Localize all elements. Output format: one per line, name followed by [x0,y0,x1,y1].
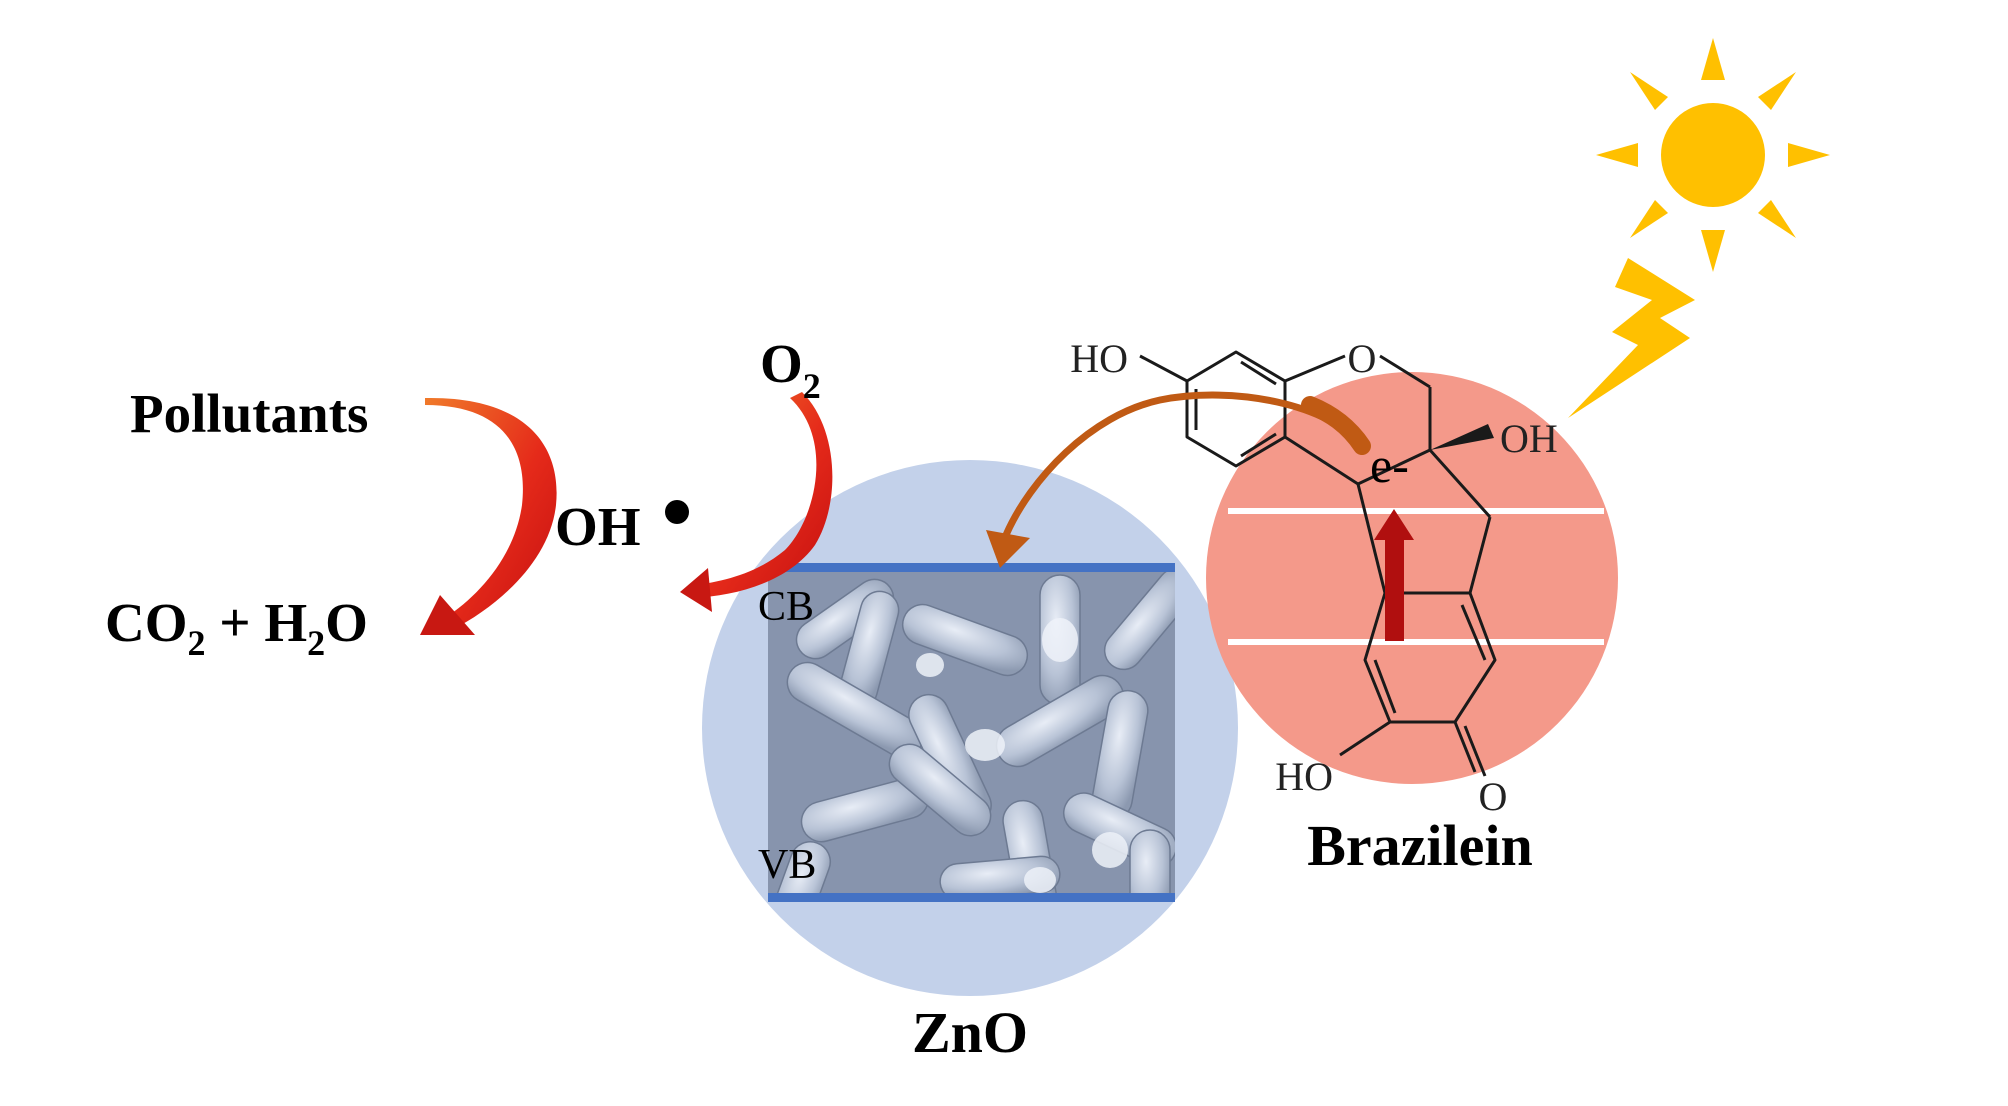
brazilein-label: Brazilein [1307,813,1533,878]
radical-dot-icon [665,500,689,524]
zno-label: ZnO [912,1000,1028,1065]
oh-radical-label: OH [555,496,641,557]
o2-label: O2 [760,333,821,406]
degradation-arrow [420,397,557,635]
brazilein-homo-line [1228,639,1604,645]
brazilein-lumo-line [1228,508,1604,514]
keto-oxygen-label: O [1479,774,1508,819]
conduction-band-line [768,563,1175,572]
valence-band-line [768,893,1175,902]
electron-transfer-arrow [986,391,1371,568]
products-label: CO2 + H2O [105,592,368,663]
brazilein-particle [1206,372,1618,784]
sun-icon [1596,38,1830,272]
excitation-arrow [1374,509,1414,641]
ho-bottom-label: HO [1275,754,1333,799]
zno-sem-image [768,568,1175,898]
stereo-wedge [1430,424,1494,450]
ring-oxygen-label: O [1348,336,1377,381]
radical-formation-arrow [680,392,833,612]
vb-label: VB [758,842,816,888]
ho-top-label: HO [1070,336,1128,381]
pollutants-label: Pollutants [130,383,368,444]
electron-label: e- [1370,437,1409,493]
cb-label: CB [758,584,814,630]
oh-right-label: OH [1500,416,1558,461]
lightning-icon [1568,258,1695,418]
